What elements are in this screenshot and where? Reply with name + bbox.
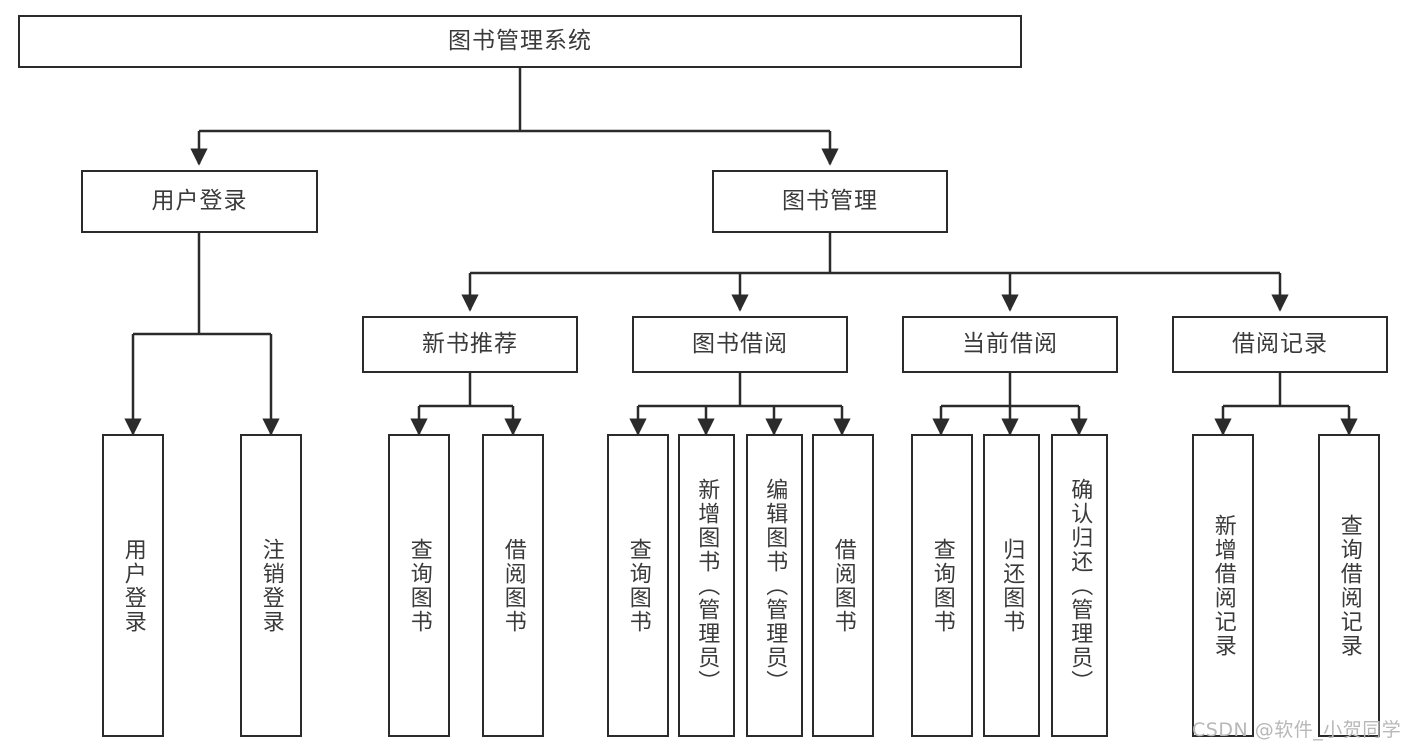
node-new-book-recommend[interactable]: 新书推荐 <box>362 316 578 373</box>
leaf-label: 借阅图书 <box>830 537 856 634</box>
node-root-label: 图书管理系统 <box>448 27 592 54</box>
node-user-login-label: 用户登录 <box>151 187 248 214</box>
leaf-label: 新增借阅记录 <box>1210 513 1236 658</box>
leaf-node[interactable]: 新增借阅记录 <box>1192 434 1254 737</box>
leaf-node[interactable]: 归还图书 <box>983 434 1040 737</box>
leaf-label: 编辑图书（管理员） <box>762 477 788 694</box>
leaf-label: 查询借阅记录 <box>1336 513 1362 658</box>
leaf-label: 查询图书 <box>625 537 651 634</box>
watermark-text: CSDN @软件_小贺同学 <box>1192 719 1402 741</box>
leaf-node[interactable]: 编辑图书（管理员） <box>746 434 803 737</box>
node-book-management[interactable]: 图书管理 <box>712 170 948 233</box>
leaf-node[interactable]: 查询借阅记录 <box>1318 434 1380 737</box>
leaf-label: 归还图书 <box>999 537 1025 634</box>
leaf-node[interactable]: 查询图书 <box>388 434 450 737</box>
leaf-label: 用户登录 <box>120 537 146 634</box>
node-book-management-label: 图书管理 <box>782 187 878 214</box>
node-current-borrow[interactable]: 当前借阅 <box>902 316 1118 373</box>
leaf-label: 借阅图书 <box>500 537 526 634</box>
leaf-label: 注销登录 <box>258 537 284 634</box>
leaf-label: 确认归还（管理员） <box>1067 477 1093 694</box>
node-root[interactable]: 图书管理系统 <box>18 15 1022 68</box>
node-borrow-record[interactable]: 借阅记录 <box>1172 316 1388 373</box>
leaf-node[interactable]: 查询图书 <box>607 434 669 737</box>
node-borrow-record-label: 借阅记录 <box>1232 330 1328 357</box>
node-book-borrow[interactable]: 图书借阅 <box>632 316 848 373</box>
node-book-borrow-label: 图书借阅 <box>692 330 788 357</box>
leaf-node[interactable]: 注销登录 <box>240 434 302 737</box>
node-current-borrow-label: 当前借阅 <box>962 330 1058 357</box>
leaf-node[interactable]: 确认归还（管理员） <box>1051 434 1108 737</box>
leaf-label: 查询图书 <box>929 537 955 634</box>
leaf-node[interactable]: 查询图书 <box>911 434 973 737</box>
node-new-book-recommend-label: 新书推荐 <box>422 330 518 357</box>
leaf-label: 查询图书 <box>406 537 432 634</box>
leaf-node[interactable]: 借阅图书 <box>482 434 544 737</box>
leaf-node[interactable]: 用户登录 <box>102 434 164 737</box>
leaf-node[interactable]: 借阅图书 <box>812 434 874 737</box>
leaf-node[interactable]: 新增图书（管理员） <box>678 434 735 737</box>
node-user-login[interactable]: 用户登录 <box>81 170 318 233</box>
leaf-label: 新增图书（管理员） <box>694 477 720 694</box>
